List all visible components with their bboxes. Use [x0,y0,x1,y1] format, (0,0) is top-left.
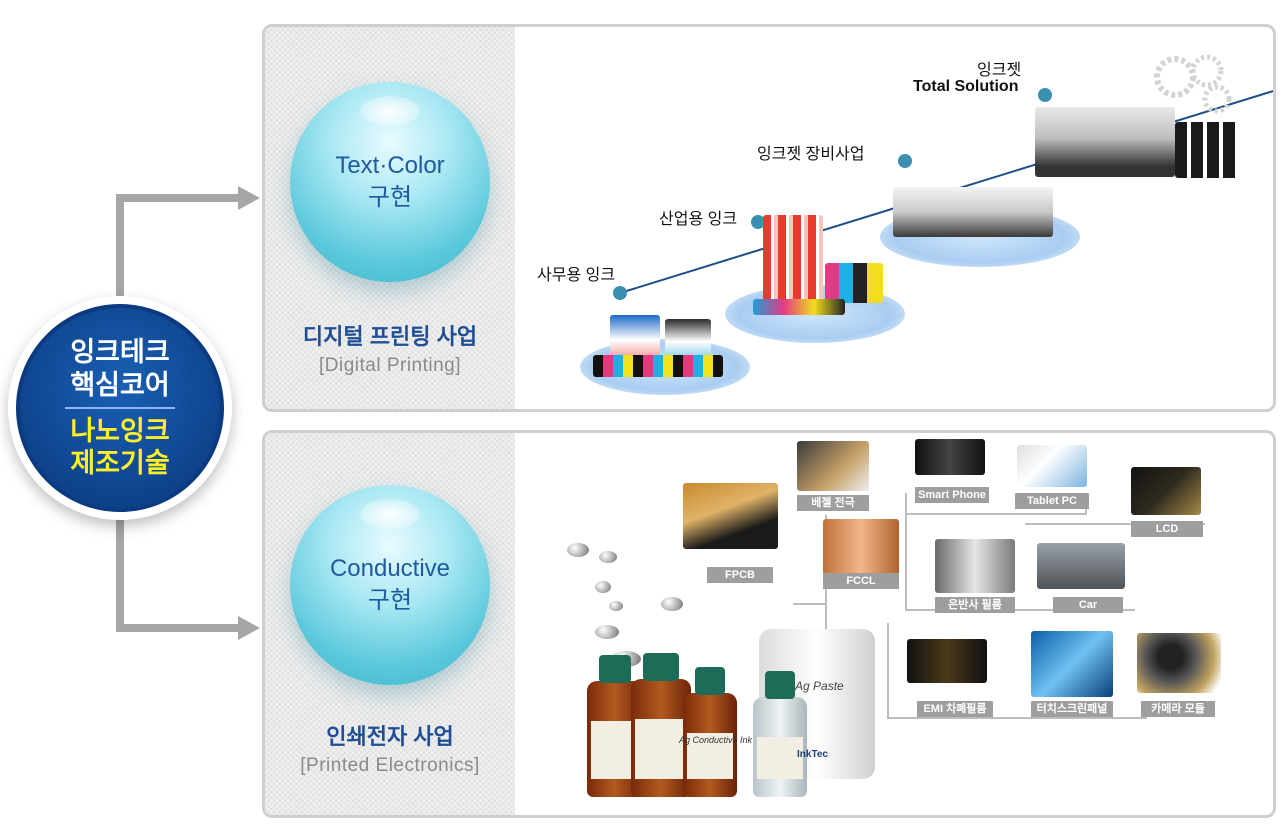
ag-ink-bottle-3 [683,667,737,797]
industrial-ink-packs [763,215,823,305]
touch-screen-panel-image [1031,631,1113,697]
sphere-glint [360,96,420,126]
core-line-nano-ink: 나노잉크 [70,416,170,446]
tag-emi-shielding-film: EMI 차폐필름 [917,701,993,717]
product-tree-branch [905,513,1085,515]
stage-dot-office [613,286,627,300]
emi-shielding-film-image [907,639,987,683]
flatbed-printer [893,187,1053,237]
printed-electronics-strip: Conductive 구현 인쇄전자 사업 [Printed Electroni… [265,433,515,815]
product-tree-branch [905,609,1135,611]
tag-smart-phone: Smart Phone [915,487,989,503]
stage-dot-industrial [751,215,765,229]
product-tree-branch [887,717,1147,719]
sphere-implement: 구현 [367,587,413,614]
printed-electronics-panel: Conductive 구현 인쇄전자 사업 [Printed Electroni… [262,430,1276,818]
stage-label-inkjet: 잉크젯 [977,62,1022,79]
tag-touch-screen-panel: 터치스크린패널 [1031,701,1113,717]
bottle-cap [599,655,631,683]
total-solution-printer [1035,107,1175,177]
tag-lcd: LCD [1131,521,1203,537]
core-tech-inner: 잉크테크 핵심코어 나노잉크 제조기술 [16,304,224,512]
digital-printing-panel: Text·Color 구현 디지털 프린팅 사업 [Digital Printi… [262,24,1276,412]
core-line-core: 핵심코어 [70,369,170,400]
product-tree-branch [887,623,889,719]
product-tree-branch [905,493,907,609]
bottle-label [757,737,803,779]
camera-module-image [1137,633,1221,693]
stage-label-office-ink: 사무용 잉크 [537,267,616,284]
bottle-label [687,733,733,779]
printed-electronics-subtitle: [Printed Electronics] [300,755,480,776]
silver-particle [609,601,623,611]
connector-horizontal-top [116,194,240,202]
total-solution-ink-bottles [1175,122,1239,178]
stage-label-total-solution: Total Solution [913,78,1019,95]
tag-car: Car [1053,597,1123,613]
product-tree-branch [1085,503,1087,515]
connector-horizontal-bottom [116,624,240,632]
bottle-cap [695,667,725,695]
stage-label-industrial-ink: 산업용 잉크 [659,211,738,228]
bottle-label [635,719,687,779]
industrial-ink-bottles [825,263,883,303]
core-line-company: 잉크테크 [70,337,170,368]
fpcb-image [683,483,778,549]
tag-bezel-electrode: 베젤 전극 [797,495,869,511]
silver-particle [595,581,611,593]
core-line-manufacturing: 제조기술 [70,448,170,479]
digital-printing-title: 디지털 프린팅 사업 [302,324,478,349]
tag-fpcb: FPCB [707,567,773,583]
digital-printing-subtitle: [Digital Printing] [318,355,462,376]
tag-silver-reflective-film: 은반사 필름 [935,597,1015,613]
core-tech-badge: 잉크테크 핵심코어 나노잉크 제조기술 [8,296,232,520]
industrial-ink-tubes [753,299,845,315]
smartphone-image [915,439,985,475]
silver-particle [595,625,619,639]
arrow-to-printed-electronics [238,616,260,640]
silver-particle [567,543,589,557]
silver-reflective-film-image [935,539,1015,593]
tag-fccl: FCCL [823,573,899,589]
stage-dot-equipment [898,154,912,168]
tag-tablet-pc: Tablet PC [1015,493,1089,509]
silver-particle [599,551,617,563]
bottle-cap [765,671,795,699]
ag-ink-bottle-2 [631,653,691,797]
arrow-to-digital-printing [238,186,260,210]
stage-dot-total [1038,88,1052,102]
silver-particle [661,597,683,611]
printed-electronics-title: 인쇄전자 사업 [326,724,454,749]
digital-printing-strip: Text·Color 구현 디지털 프린팅 사업 [Digital Printi… [265,27,515,409]
sphere-implement: 구현 [367,184,413,211]
ag-ink-bottle-4 [753,671,807,797]
bottle-cap [643,653,679,681]
stage-label-equipment: 잉크젯 장비사업 [757,146,865,163]
sphere-text-color: Text·Color [335,151,445,179]
growth-line [619,90,1273,294]
growth-chart [613,88,1273,300]
office-ink-cartridges [593,355,723,377]
product-tree-branch [793,603,827,605]
bezel-electrode-image [797,441,869,491]
conductive-sphere: Conductive 구현 [290,485,490,685]
core-divider [65,407,175,409]
gears-graphic [1154,54,1232,114]
brand-label: InkTec [797,749,828,760]
sphere-conductive: Conductive [329,554,451,582]
product-tree-branch [1025,523,1205,525]
ag-paste-label: Ag Paste [795,679,844,693]
tablet-image [1017,445,1087,487]
sphere-glint [360,499,420,529]
text-color-sphere: Text·Color 구현 [290,82,490,282]
connector-vertical-top [116,194,124,298]
car-image [1037,543,1125,589]
fccl-image [823,519,899,575]
lcd-image [1131,467,1201,515]
tag-camera-module: 카메라 모듈 [1141,701,1215,717]
ag-ink-label: Ag Conductive Ink [679,735,753,745]
connector-vertical-bottom [116,516,124,632]
